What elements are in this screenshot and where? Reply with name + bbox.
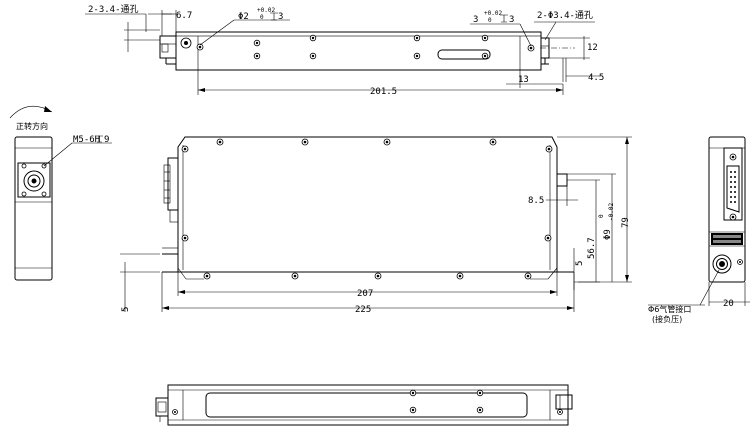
dim-phi9: Φ9 (603, 229, 613, 240)
front-view: 5 8.5 56.7 Φ9 0 -0.02 79 5 207 (120, 136, 632, 315)
thread-label: M5-6H (73, 135, 100, 145)
dim-6-7: 6.7 (176, 11, 192, 21)
dim-56-7: 56.7 (587, 237, 597, 259)
bottom-view-body (167, 384, 569, 426)
left-view: 正转方向 M5-6H 9 (9, 105, 112, 281)
right-view-air-port (712, 254, 732, 274)
label-thru-hole-left: 2-3.4-通孔 (88, 4, 139, 15)
right-view-label-strip (711, 233, 743, 245)
bottom-view-window (205, 392, 528, 418)
dim-5-right: 5 (575, 261, 585, 266)
dim-phi2: Φ2 (238, 12, 249, 22)
dim-5-left: 5 (121, 307, 131, 312)
dim-79: 79 (621, 217, 631, 228)
right-view: Φ6气管接口 (接负压) 20 (648, 136, 750, 324)
dim-13: 13 (518, 75, 529, 85)
depth-3-left: 3 (278, 12, 283, 22)
dim-8-5: 8.5 (528, 196, 544, 206)
dim-207: 207 (357, 289, 373, 299)
top-view-left-end (159, 35, 177, 59)
front-view-right-fitting (556, 173, 568, 187)
front-view-body (177, 136, 558, 273)
top-view: 2-3.4-通孔 6.7 Φ2 +0.02 0 3 3 +0.02 0 3 2-… (85, 4, 604, 97)
bottom-view-left-end (155, 397, 169, 417)
depth-3-right: 3 (509, 15, 514, 25)
dim-4-5: 4.5 (588, 73, 604, 83)
tol-phi2-upper: +0.02 (257, 7, 275, 14)
tol-phi9-lower: -0.02 (608, 203, 615, 221)
dim-20: 20 (723, 299, 734, 309)
left-view-body (14, 136, 53, 281)
tol-phi2-lower: 0 (260, 14, 264, 21)
port-label-2: (接负压) (652, 314, 682, 324)
port-label-1: Φ6气管接口 (648, 304, 691, 314)
front-view-left-connector (167, 157, 179, 211)
top-view-slot (437, 49, 491, 60)
tol-right-upper: +0.02 (484, 10, 502, 17)
label-thru-hole-right: 2-Φ3.4-通孔 (537, 10, 593, 21)
dim-12: 12 (587, 43, 598, 53)
dim-201-5: 201.5 (370, 87, 397, 97)
bottom-view (155, 384, 573, 426)
bottom-view-right-end (555, 394, 573, 410)
tol-phi9-upper: 0 (598, 214, 605, 218)
front-view-left-foot (162, 253, 179, 273)
tol-right-lower: 0 (488, 17, 492, 24)
thread-depth: 9 (104, 135, 109, 145)
left-view-fitting (17, 162, 51, 198)
rotation-label: 正转方向 (16, 121, 48, 131)
right-view-body (708, 136, 746, 283)
depth-3-right-left: 3 (473, 15, 478, 25)
dim-225: 225 (355, 305, 371, 315)
